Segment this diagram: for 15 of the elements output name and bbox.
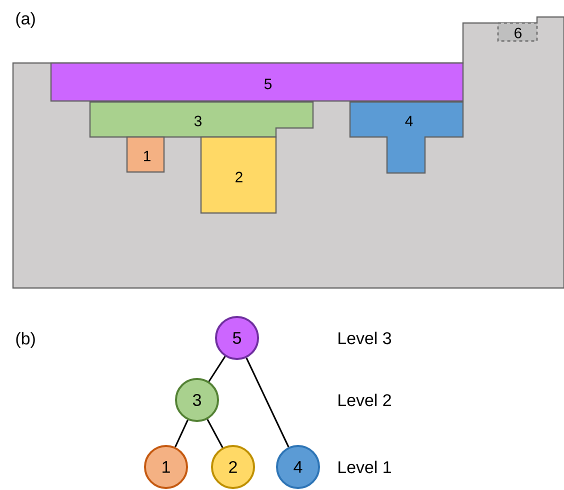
tree-edge (206, 418, 224, 448)
tree-edge (246, 358, 290, 448)
region: 6 (497, 22, 538, 42)
region: 5 (50, 62, 464, 102)
level-label: Level 2 (338, 394, 391, 406)
panel-label: (b) (16, 332, 35, 348)
panel-label: (a) (16, 12, 35, 28)
tree-edge (208, 356, 226, 382)
region: 2 (200, 136, 277, 214)
level-label: Level 3 (338, 332, 392, 344)
level-label: Level 1 (338, 460, 391, 474)
tree-edge (174, 420, 188, 448)
region: 1 (126, 136, 165, 173)
region: 4 (349, 101, 464, 174)
region: 3 (89, 101, 314, 138)
